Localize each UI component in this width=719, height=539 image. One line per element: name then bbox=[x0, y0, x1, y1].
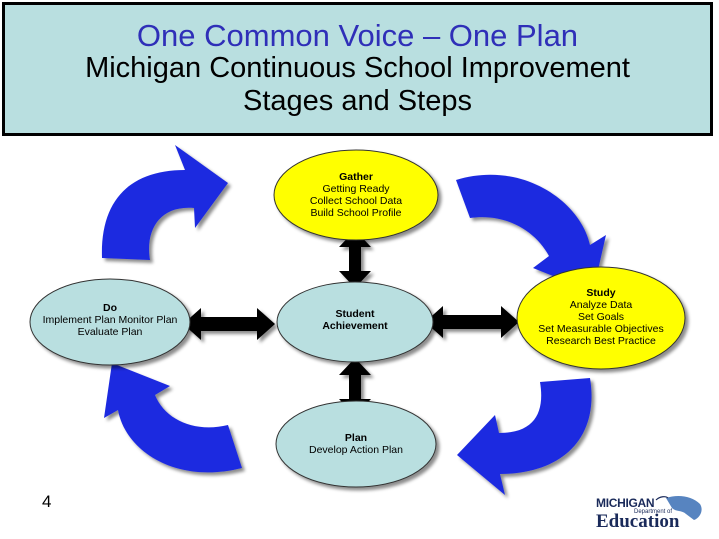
curved-arrow-bottom-right-icon bbox=[457, 378, 592, 495]
michigan-map-icon bbox=[655, 496, 702, 520]
study-line-3: Set Measurable Objectives bbox=[538, 323, 664, 335]
study-node: Study Analyze Data Set Goals Set Measura… bbox=[517, 280, 685, 354]
do-node: Do Implement Plan Monitor Plan Evaluate … bbox=[30, 298, 190, 342]
title-line-1: One Common Voice – One Plan bbox=[136, 18, 579, 53]
plan-line-1: Develop Action Plan bbox=[309, 444, 403, 456]
double-arrow-horizontal-left-icon bbox=[183, 308, 275, 340]
gather-line-3: Build School Profile bbox=[310, 207, 402, 219]
plan-ellipse bbox=[275, 400, 437, 488]
do-ellipse bbox=[29, 278, 191, 366]
do-line-2: Evaluate Plan bbox=[77, 326, 143, 338]
gather-line-1: Getting Ready bbox=[322, 183, 390, 195]
title-line-2: Michigan Continuous School Improvement bbox=[85, 52, 630, 84]
gather-line-2: Collect School Data bbox=[309, 195, 403, 207]
logo-michigan-text: MICHIGAN bbox=[596, 496, 655, 510]
study-ellipse bbox=[516, 266, 686, 370]
gather-ellipse bbox=[273, 149, 439, 241]
study-heading: Study bbox=[586, 287, 616, 299]
plan-heading: Plan bbox=[344, 432, 368, 444]
curved-arrow-top-left-icon bbox=[101, 145, 228, 260]
center-node: Student Achievement bbox=[277, 300, 433, 340]
logo-department-text: Department of bbox=[634, 509, 673, 515]
center-heading: Student bbox=[335, 308, 375, 320]
curved-arrow-top-right-icon bbox=[456, 174, 606, 292]
center-ellipse bbox=[276, 281, 434, 363]
do-line-1: Implement Plan Monitor Plan bbox=[42, 314, 178, 326]
center-heading-2: Achievement bbox=[322, 320, 388, 332]
study-line-2: Set Goals bbox=[577, 311, 625, 323]
title-line-3: Stages and Steps bbox=[243, 85, 472, 117]
gather-node: Gather Getting Ready Collect School Data… bbox=[274, 160, 438, 230]
title-box: One Common Voice – One Plan Michigan Con… bbox=[2, 2, 713, 136]
curved-arrow-bottom-left-icon bbox=[104, 363, 242, 473]
double-arrow-horizontal-right-icon bbox=[425, 306, 519, 338]
study-line-1: Analyze Data bbox=[569, 299, 633, 311]
do-heading: Do bbox=[103, 302, 117, 314]
page-number: 4 bbox=[42, 492, 52, 511]
gather-heading: Gather bbox=[339, 171, 373, 183]
study-line-4: Research Best Practice bbox=[546, 335, 656, 347]
double-arrow-vertical-top-icon bbox=[339, 230, 371, 288]
logo-education-text: Education bbox=[596, 511, 680, 532]
michigan-education-logo: MICHIGAN Department of Education bbox=[596, 492, 708, 532]
plan-node: Plan Develop Action Plan bbox=[276, 428, 436, 460]
